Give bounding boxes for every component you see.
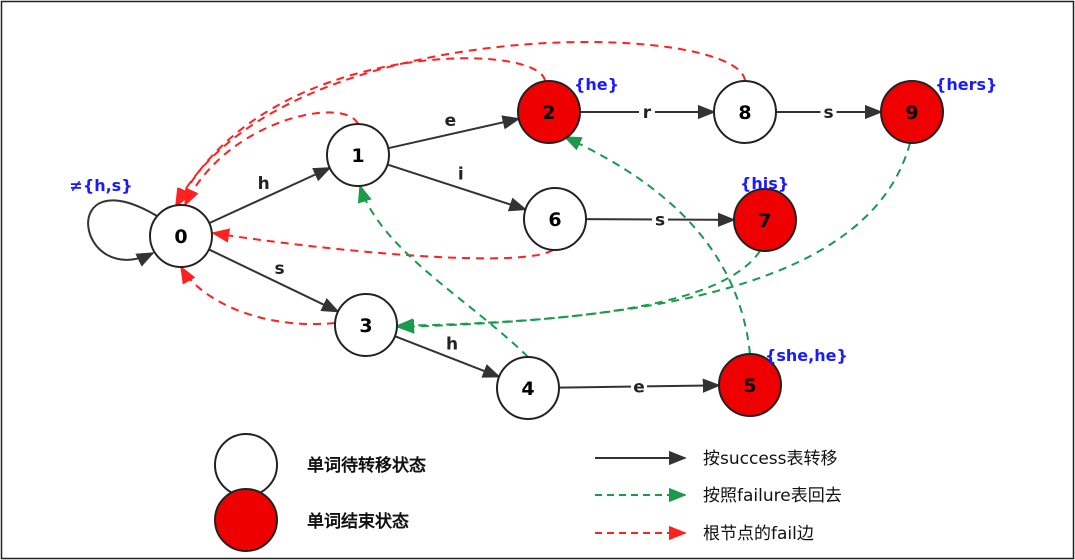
legend-success-label: 按success表转移 <box>703 449 838 469</box>
state-circle <box>149 204 213 268</box>
state-node-7: 7 <box>733 188 797 252</box>
root-fail-edges-layer <box>175 41 746 325</box>
legend: 单词待转移状态 单词结束状态 按success表转移 按照failure表回去 … <box>214 433 842 552</box>
success-edge-1-6 <box>387 163 528 212</box>
state-node-label: 2 <box>542 102 555 124</box>
state-node-9: 9 <box>880 80 944 144</box>
success-edge-label-8-9: s <box>823 103 833 123</box>
success-edge-0-3 <box>208 248 340 313</box>
state-node-label: 9 <box>905 102 918 124</box>
state-circle <box>713 80 777 144</box>
self-loop-label: ≠{h,s} <box>69 176 132 195</box>
root-fail-edge-8-0 <box>175 41 746 207</box>
output-label-7: {his} <box>740 174 789 193</box>
failure-edge-9-3 <box>396 142 911 334</box>
state-node-2: 2 <box>517 80 581 144</box>
state-node-label: 3 <box>359 315 372 337</box>
edge-label-bg <box>652 209 668 230</box>
state-node-label: 0 <box>174 226 187 248</box>
self-loop-layer: ≠{h,s} <box>69 176 158 267</box>
state-node-label: 5 <box>743 375 756 397</box>
state-circle <box>523 187 587 251</box>
edge-label-bg <box>631 376 647 397</box>
success-edge-label-2-8: r <box>643 103 652 123</box>
success-edges-layer: h s e i r s s h e <box>208 102 883 398</box>
success-edge-label-1-6: i <box>458 165 464 185</box>
failure-edges-layer <box>357 136 911 358</box>
edge-label-bg <box>820 102 837 122</box>
state-node-3: 3 <box>334 293 398 357</box>
state-node-label: 8 <box>738 102 751 124</box>
legend-non-final-state-swatch <box>214 433 278 497</box>
success-edge-label-1-2: e <box>445 111 457 131</box>
edge-label-bg <box>639 102 655 122</box>
state-circle <box>326 123 390 187</box>
final-state-circle <box>880 80 944 144</box>
nodes-layer: 0 1 2 3 4 5 6 7 8 9 <box>149 80 944 420</box>
success-edge-label-6-7: s <box>655 211 665 231</box>
final-state-circle <box>718 353 782 417</box>
state-node-label: 4 <box>521 378 534 400</box>
failure-edge-5-2 <box>563 136 751 355</box>
state-circle <box>334 293 398 357</box>
failure-edge-4-1 <box>357 184 529 358</box>
success-edge-label-0-3: s <box>275 259 285 279</box>
success-edge-0-1 <box>208 166 332 225</box>
state-node-label: 6 <box>548 209 561 231</box>
output-label-5: {she,he} <box>765 346 848 365</box>
legend-root-fail-label: 根节点的fail边 <box>703 524 814 544</box>
state-node-label: 7 <box>758 210 771 232</box>
success-edge-label-0-1: h <box>258 174 270 194</box>
output-label-2: {he} <box>574 75 619 94</box>
outputs-layer: {he} {she,he} {his} {hers} <box>574 75 997 365</box>
legend-final-state-swatch <box>214 488 278 552</box>
state-circle <box>496 356 560 420</box>
final-state-circle <box>733 188 797 252</box>
state-node-label: 1 <box>351 145 364 167</box>
success-edge-label-4-5: e <box>633 378 645 398</box>
root-fail-edge-2-0 <box>177 57 546 207</box>
state-node-6: 6 <box>523 187 587 251</box>
output-label-9: {hers} <box>935 75 997 94</box>
success-edge-3-4 <box>394 335 501 378</box>
failure-edge-7-3 <box>395 250 761 333</box>
final-state-circle <box>517 80 581 144</box>
success-edge-label-3-4: h <box>446 334 458 354</box>
success-edge-1-2 <box>388 115 521 150</box>
root-fail-edge-3-0 <box>180 265 336 325</box>
state-node-8: 8 <box>713 80 777 144</box>
legend-failure-label: 按照failure表回去 <box>703 486 842 506</box>
legend-final-state-label: 单词结束状态 <box>307 511 409 532</box>
state-node-0: 0 <box>149 204 213 268</box>
legend-non-final-state-label: 单词待转移状态 <box>307 455 426 476</box>
root-fail-edge-6-0 <box>211 228 554 260</box>
state-node-4: 4 <box>496 356 560 420</box>
self-loop-edge <box>87 199 158 267</box>
state-node-1: 1 <box>326 123 390 187</box>
state-node-5: 5 <box>718 353 782 417</box>
